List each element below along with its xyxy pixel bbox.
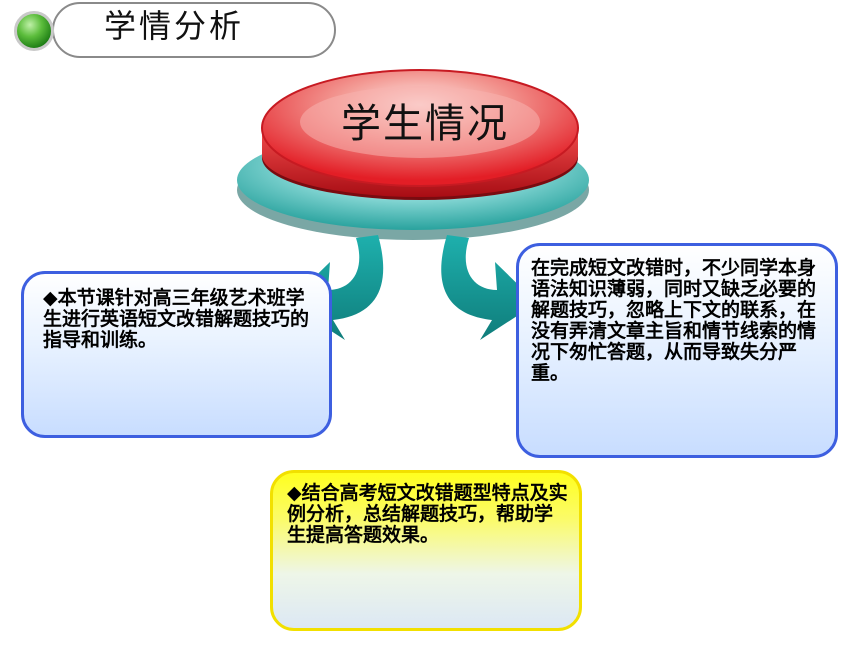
left-text-box: ◆本节课针对高三年级艺术班学生进行英语短文改错解题技巧的指导和训练。 xyxy=(21,271,332,438)
center-label: 学生情况 xyxy=(341,101,509,147)
green-bullet-icon xyxy=(14,11,54,51)
red-button-shape xyxy=(261,69,579,200)
title-banner xyxy=(52,2,336,58)
page-title: 学情分析 xyxy=(104,7,245,45)
bottom-text-box: ◆结合高考短文改错题型特点及实例分析，总结解题技巧，帮助学生提高答题效果。 xyxy=(270,470,582,631)
right-text-box: 在完成短文改错时，不少同学本身语法知识薄弱，同时又缺乏必要的解题技巧，忽略上下文… xyxy=(516,243,838,458)
right-arrow-icon xyxy=(441,235,537,340)
